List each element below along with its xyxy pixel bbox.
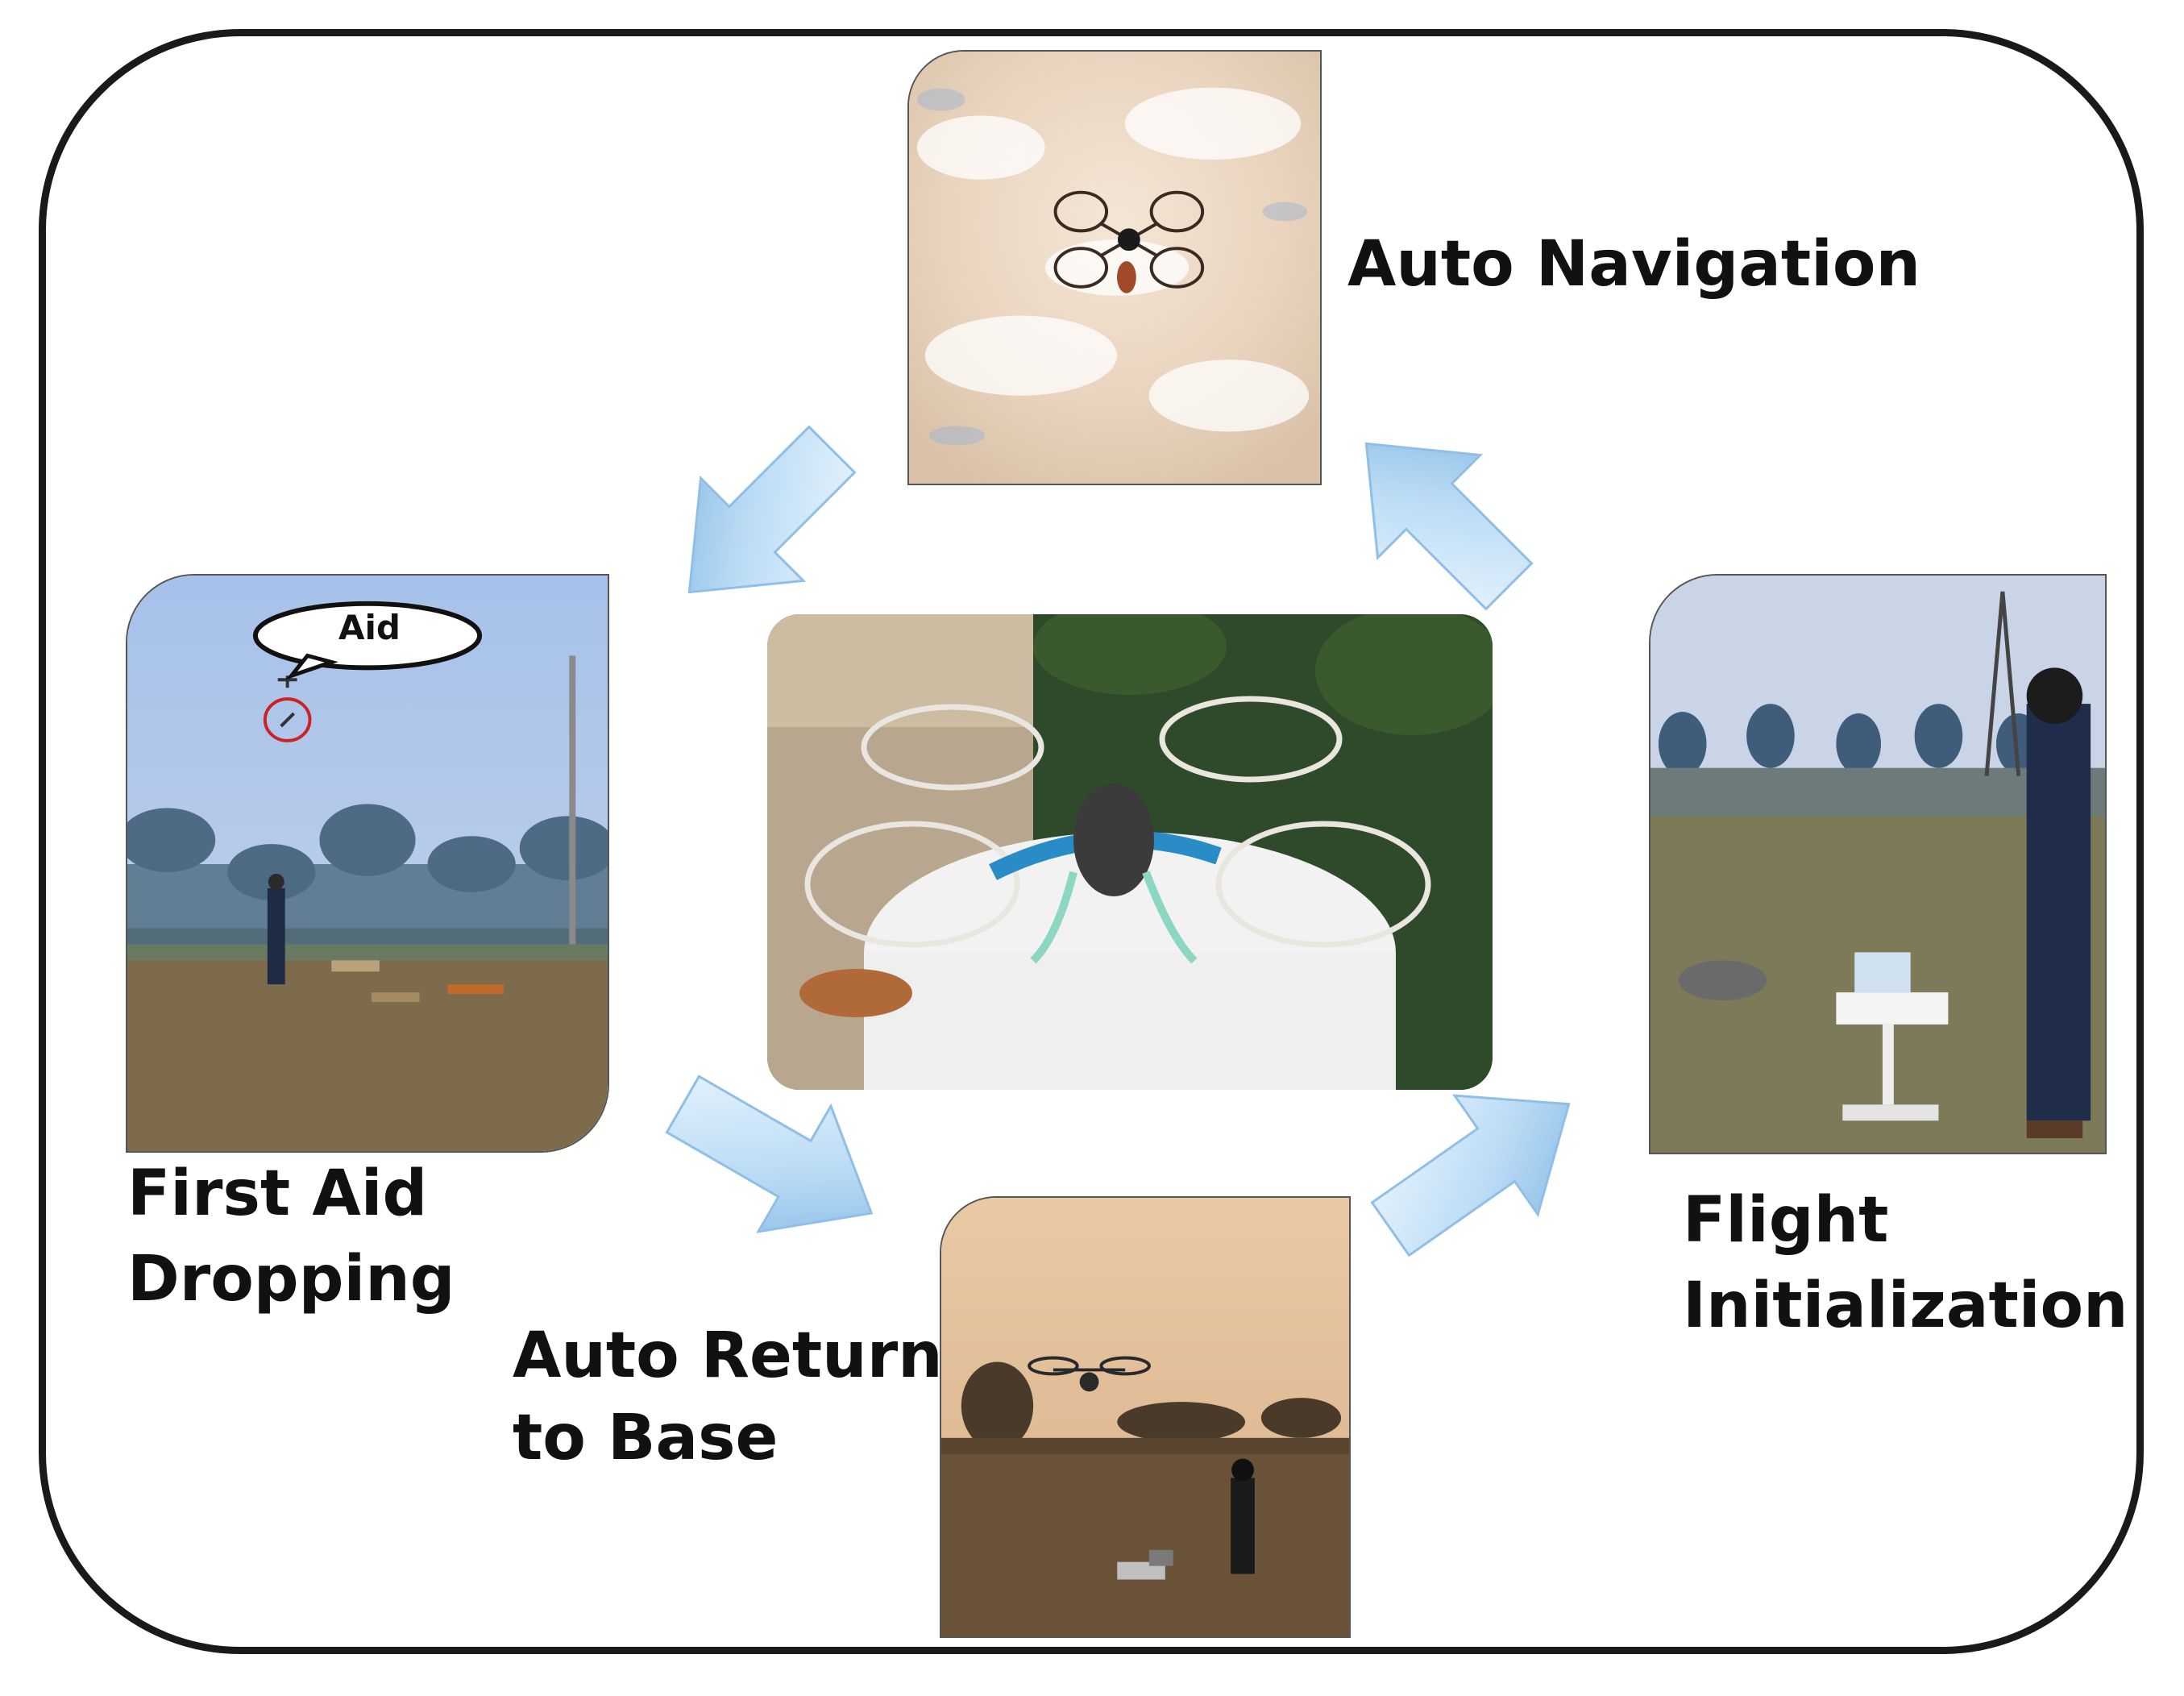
label-first-aid-dropping: First Aid Dropping (127, 1157, 455, 1316)
label-flight-initialization: Flight Initialization (1683, 1183, 2128, 1343)
auto-return-line2: to Base (513, 1402, 779, 1475)
auto-return-photo (940, 1196, 1351, 1638)
label-auto-navigation: Auto Navigation (1347, 228, 1921, 301)
first-aid-line2: Dropping (127, 1243, 455, 1316)
flight-init-line2: Initialization (1683, 1270, 2128, 1343)
center-drone-photo (767, 614, 1493, 1090)
aid-callout-text: Aid (338, 608, 401, 647)
auto-navigation-photo (907, 50, 1322, 485)
auto-return-line1: Auto Return (513, 1320, 943, 1392)
label-auto-return: Auto Return to Base (513, 1319, 943, 1475)
first-aid-line1: First Aid (127, 1158, 428, 1230)
first-aid-dropping-photo: Aid (126, 574, 609, 1153)
flight-initialization-photo (1649, 574, 2107, 1154)
flight-init-line1: Flight (1683, 1184, 1889, 1257)
drone-icon (1028, 1356, 1151, 1376)
